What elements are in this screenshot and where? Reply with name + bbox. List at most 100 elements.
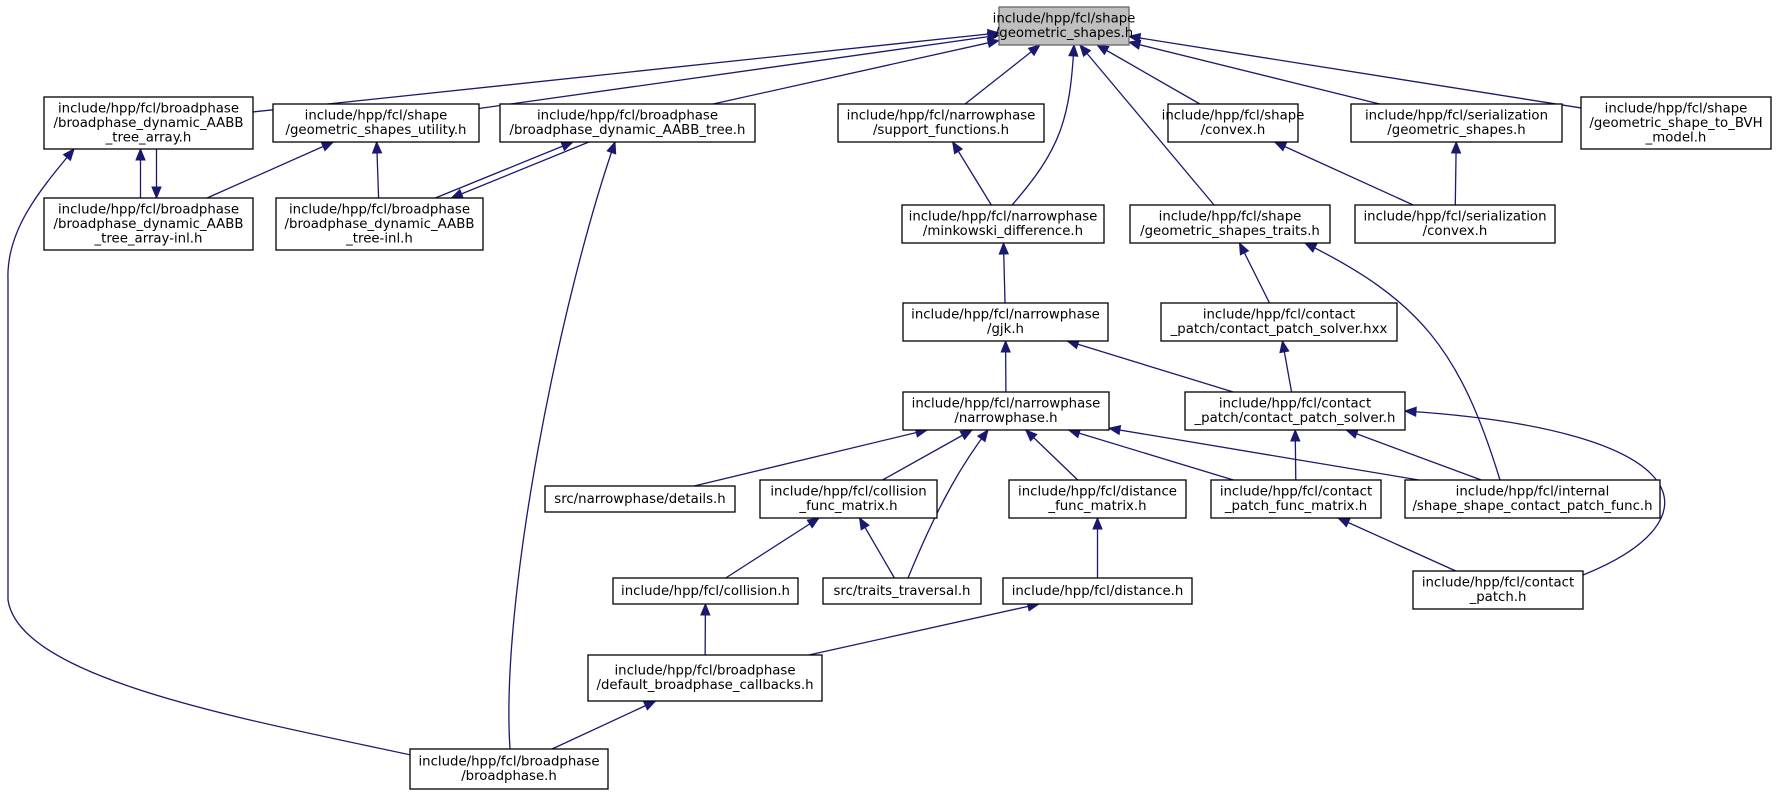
node-box[interactable] [998,6,1130,46]
edge-n26-to-n24 [808,603,1039,656]
node-label-line: _model.h [1645,130,1707,145]
node-n7[interactable]: include/hpp/fcl/shape/geometric_shape_to… [1580,96,1772,150]
edge-arrowhead [135,147,146,161]
edge-n21-to-n15 [1108,427,1419,481]
node-n10[interactable]: include/hpp/fcl/narrowphase/minkowski_di… [901,204,1105,244]
edge-arrowhead [858,516,870,531]
node-n0[interactable]: include/hpp/fcl/shape/geometric_shapes.h [993,6,1136,46]
node-label-line: _patch_func_matrix.h [1224,499,1367,514]
node-box[interactable] [1350,103,1563,143]
node-n27[interactable]: include/hpp/fcl/broadphase/broadphase.h [409,748,609,790]
node-box[interactable] [1167,103,1299,143]
node-n21[interactable]: include/hpp/fcl/internal/shape_shape_con… [1404,479,1661,519]
node-box[interactable] [275,197,484,251]
node-label-line: /broadphase_dynamic_AABB [54,116,244,131]
node-box[interactable] [43,197,254,251]
node-n11[interactable]: include/hpp/fcl/shape/geometric_shapes_t… [1129,204,1331,244]
node-n9[interactable]: include/hpp/fcl/broadphase/broadphase_dy… [275,197,484,251]
node-box[interactable] [1129,204,1331,244]
edge-arrowhead [1127,32,1142,44]
node-label-line: _patch.h [1469,590,1527,605]
edge-arrowhead [151,186,162,200]
node-box[interactable] [759,479,938,519]
node-label-line: src/traits_traversal.h [834,584,971,599]
node-n12[interactable]: include/hpp/fcl/serialization/convex.h [1354,204,1556,244]
node-label-line: include/hpp/fcl/broadphase [418,755,599,770]
node-box[interactable] [612,577,799,605]
edge-arrowhead [1273,141,1288,152]
node-n19[interactable]: include/hpp/fcl/distance_func_matrix.h [1008,479,1187,519]
node-box[interactable] [1002,577,1193,605]
node-n22[interactable]: include/hpp/fcl/collision.h [612,577,799,605]
edge-arrowhead [606,140,617,155]
node-label-line: include/hpp/fcl/broadphase [58,101,239,116]
node-n6[interactable]: include/hpp/fcl/serialization/geometric_… [1350,103,1563,143]
node-box[interactable] [499,103,756,143]
node-n3[interactable]: include/hpp/fcl/broadphase/broadphase_dy… [499,103,756,143]
node-label-line: include/hpp/fcl/broadphase [614,664,795,679]
node-box[interactable] [1354,204,1556,244]
node-box[interactable] [902,391,1110,431]
node-n17[interactable]: src/narrowphase/details.h [544,485,736,513]
node-n2[interactable]: include/hpp/fcl/shape/geometric_shapes_u… [272,103,480,143]
edge-arrowhead [1024,429,1038,442]
node-n5[interactable]: include/hpp/fcl/shape/convex.h [1162,103,1305,143]
node-box[interactable] [409,748,609,790]
node-label-line: include/hpp/fcl/broadphase [289,202,470,217]
node-box[interactable] [1184,391,1406,431]
node-box[interactable] [822,577,982,605]
edge-arrowhead [1095,44,1110,56]
node-n16[interactable]: include/hpp/fcl/contact_patch/contact_pa… [1184,391,1406,431]
node-n24[interactable]: include/hpp/fcl/distance.h [1002,577,1193,605]
node-box[interactable] [587,654,823,702]
node-box[interactable] [1580,96,1772,150]
node-box[interactable] [901,204,1105,244]
node-label-line: include/hpp/fcl/contact [1203,308,1355,323]
edge-n2-to-n0 [478,34,1000,110]
node-box[interactable] [43,96,254,150]
edge-n5-to-n0 [1096,44,1201,105]
node-n1[interactable]: include/hpp/fcl/broadphase/broadphase_dy… [43,96,254,150]
node-n15[interactable]: include/hpp/fcl/narrowphase/narrowphase.… [902,391,1110,431]
node-label-line: /default_broadphase_callbacks.h [596,678,813,693]
node-label-line: /geometric_shapes.h [995,26,1133,41]
node-label-line: include/hpp/fcl/distance [1018,485,1177,500]
node-label-line: /broadphase_dynamic_AABB_tree.h [510,123,746,138]
edge-arrowhead [951,140,964,155]
node-n14[interactable]: include/hpp/fcl/contact_patch/contact_pa… [1160,302,1398,342]
node-n4[interactable]: include/hpp/fcl/narrowphase/support_func… [837,103,1045,143]
node-n23[interactable]: src/traits_traversal.h [822,577,982,605]
node-label-line: include/hpp/fcl/broadphase [58,202,239,217]
edge-n21-to-n11 [1304,242,1501,481]
node-box[interactable] [837,103,1045,143]
node-box[interactable] [272,103,480,143]
node-box[interactable] [1008,479,1187,519]
node-box[interactable] [902,302,1109,342]
node-n25[interactable]: include/hpp/fcl/contact_patch.h [1412,570,1584,610]
node-label-line: _func_matrix.h [798,499,897,514]
node-label-line: /gjk.h [987,322,1024,337]
edge-n16-to-n13 [1067,340,1234,393]
edge-n12-to-n5 [1274,141,1414,206]
node-label-line: src/narrowphase/details.h [554,492,725,507]
node-label-line: include/hpp/fcl/collision [770,485,926,500]
node-label-line: include/hpp/fcl/internal [1456,485,1610,500]
edge-n19-to-n15 [1025,429,1079,481]
node-box[interactable] [1210,479,1382,519]
node-n26[interactable]: include/hpp/fcl/broadphase/default_broad… [587,654,823,702]
node-box[interactable] [1404,479,1661,519]
edge-arrowhead [1303,242,1318,253]
node-n8[interactable]: include/hpp/fcl/broadphase/broadphase_dy… [43,197,254,251]
node-n18[interactable]: include/hpp/fcl/collision_func_matrix.h [759,479,938,519]
node-n13[interactable]: include/hpp/fcl/narrowphase/gjk.h [902,302,1109,342]
node-label-line: /support_functions.h [873,123,1009,138]
node-box[interactable] [1160,302,1398,342]
node-box[interactable] [1412,570,1584,610]
node-box[interactable] [544,485,736,513]
node-n20[interactable]: include/hpp/fcl/contact_patch_func_matri… [1210,479,1382,519]
edge-arrowhead [1450,140,1462,154]
node-label-line: include/hpp/fcl/collision.h [621,584,790,599]
node-label-line: /broadphase_dynamic_AABB [54,217,244,232]
edge-arrowhead [986,37,1001,49]
node-label-line: /broadphase.h [461,769,557,784]
